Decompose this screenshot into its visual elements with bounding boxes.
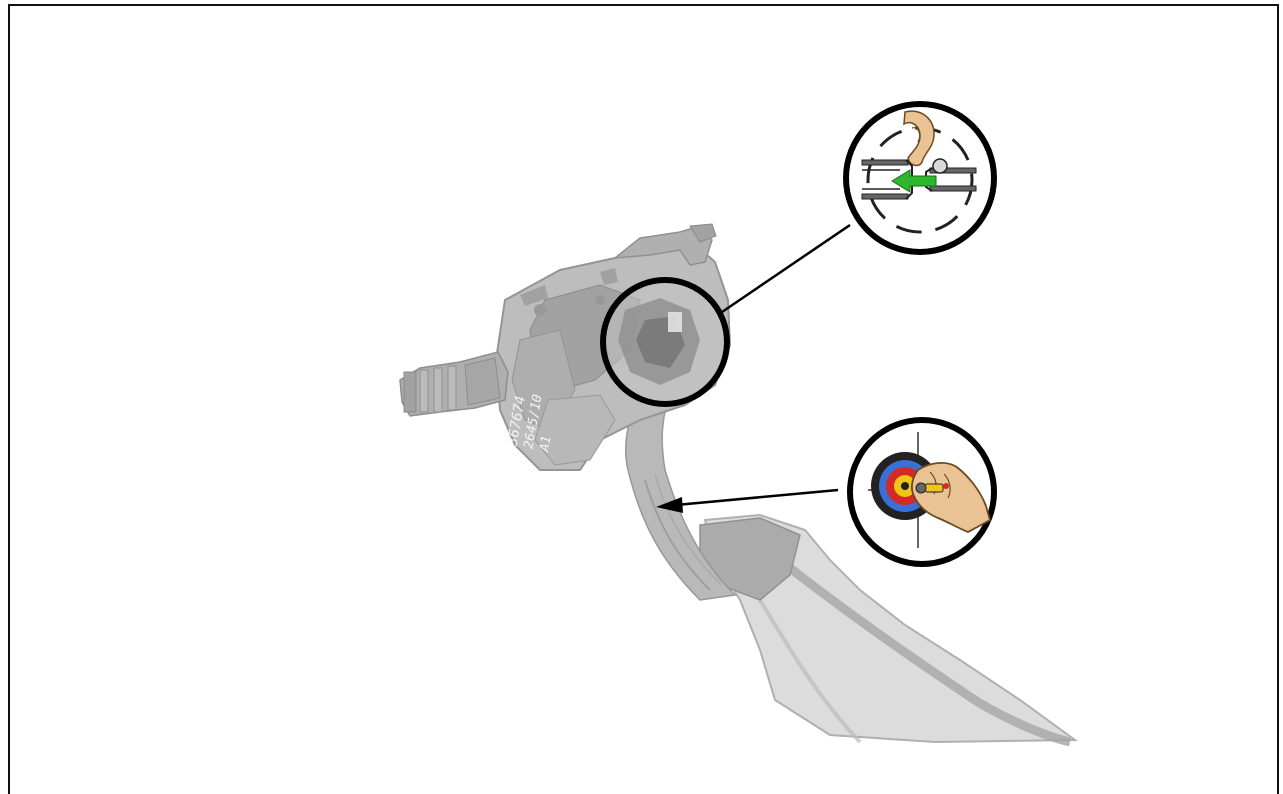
target-hand-locate-icon [850,420,994,564]
diagram-canvas: A1 2645/10 367674 [0,0,1283,777]
part-label-line-1: A1 [537,435,555,454]
leader-line-connector [722,225,850,312]
connector-highlight-circle [603,280,727,404]
leader-arrow-harness [656,490,838,513]
listen-for-click-connector-icon [846,104,994,252]
